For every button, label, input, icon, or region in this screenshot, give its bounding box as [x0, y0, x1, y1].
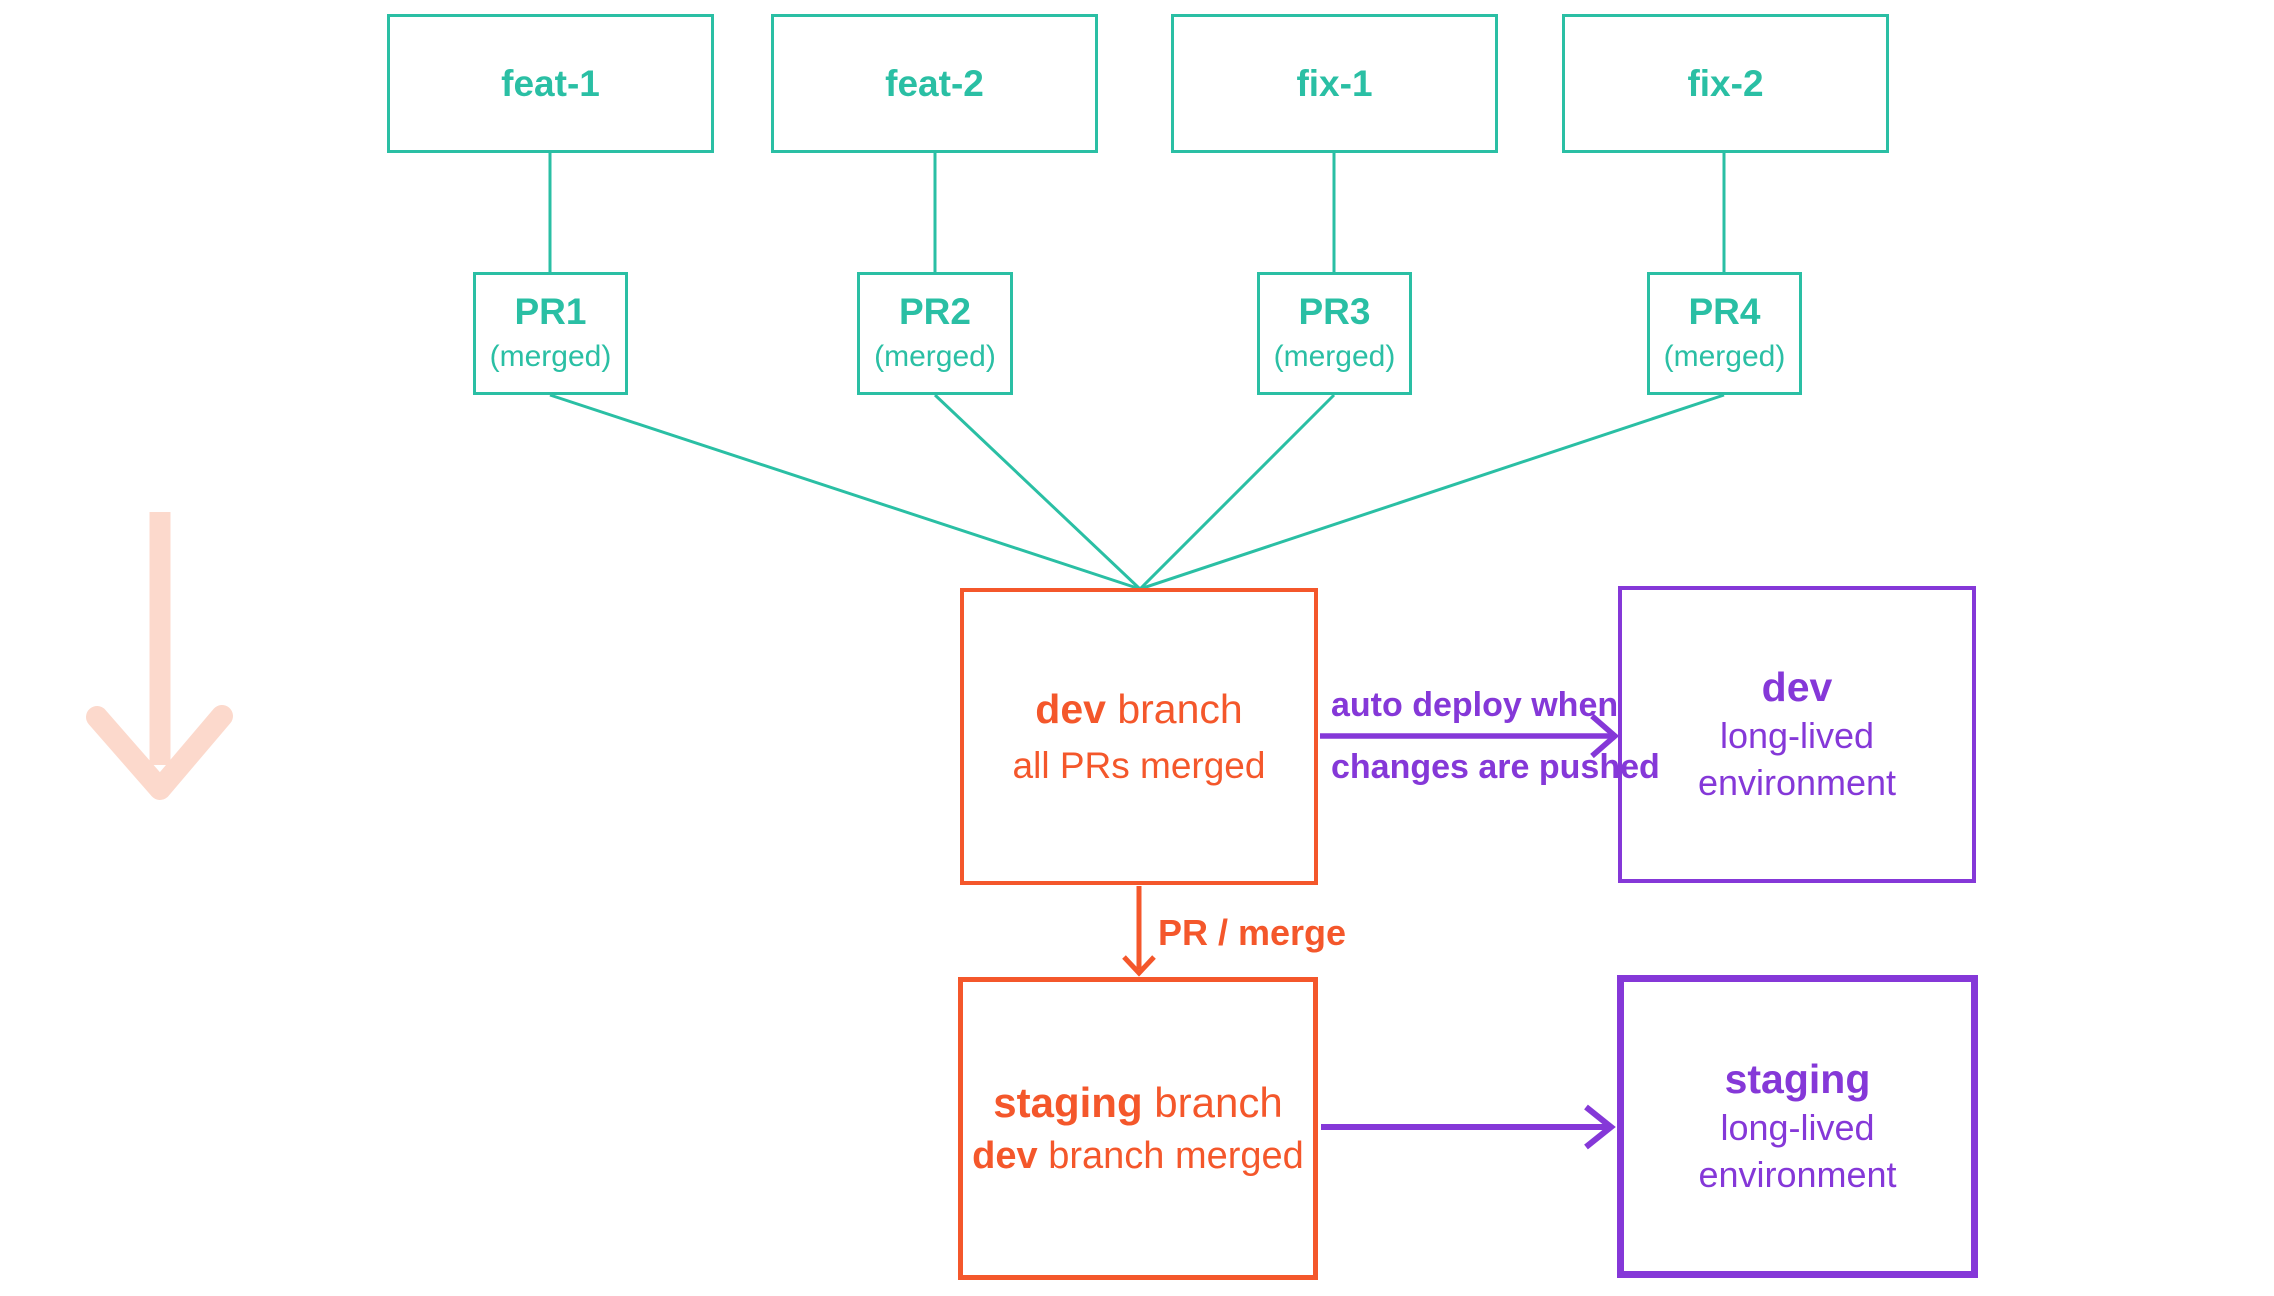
- page-flow-down-arrow-head: [86, 705, 233, 800]
- edge-pr3-dev: [1138, 393, 1336, 591]
- edge-pr1-dev: [549, 393, 1141, 591]
- staging-branch-title: staging branch: [993, 1078, 1282, 1128]
- branch-label: feat-1: [501, 62, 600, 104]
- branch-box-feat-1: feat-1: [387, 14, 714, 153]
- pr-label: PR4: [1688, 291, 1761, 333]
- staging-branch-sub-rest: branch merged: [1037, 1134, 1304, 1177]
- auto-deploy-label-line1: auto deploy when: [1331, 686, 1619, 724]
- dev-environment-name: dev: [1761, 664, 1833, 711]
- branch-box-feat-2: feat-2: [771, 14, 1098, 153]
- branch-label: fix-2: [1687, 62, 1764, 104]
- pr-box-pr4: PR4 (merged): [1647, 272, 1802, 395]
- pr-status: (merged): [489, 339, 612, 373]
- pr-status: (merged): [1663, 339, 1786, 373]
- pr-status: (merged): [1273, 339, 1396, 373]
- pr-merge-label: PR / merge: [1158, 912, 1347, 953]
- edge-dev-devenv-arrowhead: [1590, 713, 1620, 759]
- staging-branch-sub-bold: dev: [972, 1134, 1038, 1177]
- branch-box-fix-2: fix-2: [1562, 14, 1889, 153]
- edge-pr2-dev: [933, 393, 1142, 591]
- dev-environment-line2: long-lived: [1719, 715, 1875, 757]
- edge-dev-staging-arrowhead: [1122, 955, 1156, 977]
- dev-branch-box: dev branch all PRs merged: [960, 588, 1318, 885]
- pr-status: (merged): [874, 339, 996, 373]
- dev-environment-line3: environment: [1697, 762, 1897, 804]
- staging-branch-subtitle: dev branch merged: [972, 1134, 1304, 1180]
- staging-environment-box: staging long-lived environment: [1617, 975, 1978, 1278]
- pr-box-pr2: PR2 (merged): [857, 272, 1013, 395]
- dev-branch-suffix: branch: [1105, 685, 1243, 732]
- staging-branch-box: staging branch dev branch merged: [958, 977, 1318, 1280]
- branch-label: fix-1: [1296, 62, 1373, 104]
- dev-branch-name: dev: [1035, 685, 1106, 732]
- pr-label: PR2: [899, 291, 971, 333]
- staging-environment-line2: long-lived: [1720, 1107, 1875, 1149]
- staging-environment-name: staging: [1724, 1056, 1871, 1103]
- edge-staging-stagingenv-arrowhead: [1584, 1104, 1616, 1150]
- pr-box-pr3: PR3 (merged): [1257, 272, 1412, 395]
- dev-branch-subtitle: all PRs merged: [1012, 744, 1266, 786]
- staging-branch-name: staging: [993, 1078, 1143, 1126]
- pr-label: PR3: [1298, 291, 1371, 333]
- edge-pr4-dev: [1139, 393, 1725, 591]
- branch-label: feat-2: [885, 62, 984, 104]
- dev-branch-title: dev branch: [1035, 685, 1242, 734]
- staging-branch-suffix: branch: [1142, 1078, 1283, 1126]
- auto-deploy-label-line2: changes are pushed: [1331, 748, 1660, 786]
- pr-box-pr1: PR1 (merged): [473, 272, 628, 395]
- pr-label: PR1: [514, 291, 587, 333]
- dev-environment-box: dev long-lived environment: [1618, 586, 1976, 883]
- branch-box-fix-1: fix-1: [1171, 14, 1498, 153]
- staging-environment-line3: environment: [1698, 1154, 1897, 1196]
